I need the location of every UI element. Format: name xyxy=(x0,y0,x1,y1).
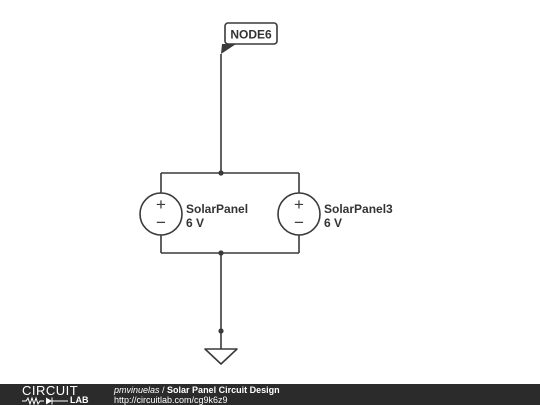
author-link[interactable]: pmvinuelas xyxy=(114,385,160,395)
solar-panel-source: + − xyxy=(139,192,183,236)
circuitlab-logo: CIRCUIT LAB xyxy=(22,384,96,405)
credits-line: pmvinuelas / Solar Panel Circuit Design xyxy=(114,385,280,395)
junction-bottom xyxy=(218,250,224,256)
component-value: 6 V xyxy=(186,216,204,230)
component-value: 6 V xyxy=(324,216,342,230)
separator: / xyxy=(159,385,168,395)
minus-symbol: − xyxy=(294,213,304,232)
plus-symbol: + xyxy=(156,195,166,214)
circuit-url[interactable]: http://circuitlab.com/cg9k6z9 xyxy=(114,395,228,405)
logo-lab-text: LAB xyxy=(70,395,89,405)
footer-bar: CIRCUIT LAB pmvinuelas / Solar Panel Cir… xyxy=(0,384,540,405)
node-label-flag: NODE6 xyxy=(221,22,278,54)
credits: pmvinuelas / Solar Panel Circuit Design … xyxy=(114,385,280,405)
circuit-title: Solar Panel Circuit Design xyxy=(167,385,280,395)
plus-symbol: + xyxy=(294,195,304,214)
ground-icon xyxy=(204,348,238,365)
minus-symbol: − xyxy=(156,213,166,232)
component-name: SolarPanel3 xyxy=(324,202,393,216)
junction-ground xyxy=(218,328,224,334)
logo-waveform-icon xyxy=(22,396,68,405)
node-label: NODE6 xyxy=(230,28,272,42)
solar-panel3-source: + − xyxy=(277,192,321,236)
junction-top xyxy=(218,170,224,176)
circuit-schematic: NODE6 + − SolarPanel 6 V + − SolarPanel3… xyxy=(139,22,393,365)
logo-circuit-text: CIRCUIT xyxy=(22,383,79,398)
component-name: SolarPanel xyxy=(186,202,248,216)
